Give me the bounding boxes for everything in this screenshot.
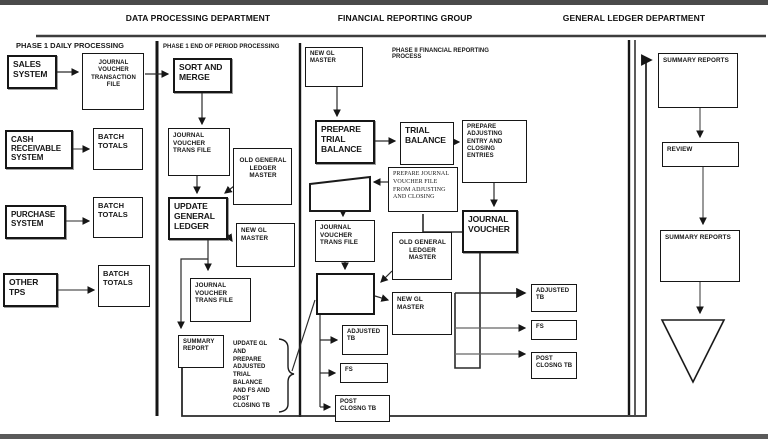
- flowchart-box-prepare-trial-balance: PREPARE TRIAL BALANCE: [315, 120, 375, 164]
- flowchart-box-summary-reports-2: SUMMARY REPORTS: [660, 230, 740, 282]
- bottom-chrome-bar: [0, 434, 768, 439]
- flowchart-box-summary-report-dp: SUMMARY REPORT: [178, 335, 224, 368]
- flowchart-box-new-gl-master-dp: NEW GL MASTER: [236, 223, 295, 267]
- manual-input-shape: [309, 175, 371, 212]
- flowchart-box-old-gl-master-fr: OLD GENERAL LEDGER MASTER: [392, 232, 452, 280]
- flowchart-box-prepare-adjusting-entries: PREPARE ADJUSTING ENTRY AND CLOSING ENTR…: [462, 120, 527, 183]
- department-header-data-processing: DATA PROCESSING DEPARTMENT: [125, 13, 271, 23]
- flowchart-box-other-tps: OTHER TPS: [3, 273, 58, 307]
- section-title-phase1-end-of-period: PHASE 1 END OF PERIOD PROCESSING: [163, 44, 280, 50]
- flowchart-box-post-closing-tb-right: POST CLOSNG TB: [531, 352, 577, 379]
- flowchart-box-unlabeled-process: [316, 273, 375, 315]
- flowchart-box-update-general-ledger: UPDATE GENERAL LEDGER: [168, 197, 228, 240]
- flowchart-box-jv-trans-file-dp2: JOURNAL VOUCHER TRANS FILE: [190, 278, 251, 322]
- flowchart-box-jv-trans-file-fr: JOURNAL VOUCHER TRANS FILE: [315, 220, 375, 262]
- flowchart-box-fs-right: FS: [531, 320, 577, 340]
- flowchart-box-adjusted-tb-left: ADJUSTED TB: [342, 325, 388, 355]
- process-annotation-text: UPDATE GL AND PREPARE ADJUSTED TRIAL BAL…: [233, 341, 270, 410]
- department-header-general-ledger: GENERAL LEDGER DEPARTMENT: [562, 13, 706, 23]
- archive-triangle-shape: [660, 319, 726, 384]
- flowchart-box-new-gl-master-fr2: NEW GL MASTER: [392, 292, 452, 335]
- curly-brace-annotation: [278, 338, 295, 413]
- flowchart-box-post-closing-tb-left: POST CLOSNG TB: [335, 395, 390, 422]
- flowchart-box-journal-voucher: JOURNAL VOUCHER: [462, 210, 518, 253]
- top-chrome-bar: [0, 0, 768, 5]
- flowchart-box-batch-totals-3: BATCH TOTALS: [98, 265, 150, 307]
- section-title-phase2-financial-reporting: PHASE II FINANCIAL REPORTING PROCESS: [392, 48, 489, 60]
- section-title-phase1-daily: PHASE 1 DAILY PROCESSING: [16, 41, 124, 50]
- flowchart-box-prepare-jv-file-note: PREPARE JOURNAL VOUCHER FILE FROM ADJUST…: [388, 167, 458, 212]
- flowchart-box-adjusted-tb-right: ADJUSTED TB: [531, 284, 577, 312]
- flowchart-box-cash-receivable-system: CASH RECEIVABLE SYSTEM: [5, 130, 73, 169]
- flowchart-box-fs-left: FS: [340, 363, 388, 383]
- flowchart-box-review: REVIEW: [662, 142, 739, 167]
- swimlane-dividers: [155, 40, 636, 417]
- flowchart-box-batch-totals-2: BATCH TOTALS: [93, 197, 143, 238]
- flow-connectors: [57, 54, 707, 417]
- flowchart-box-summary-reports-1: SUMMARY REPORTS: [658, 53, 738, 108]
- flowchart-box-journal-voucher-transaction-file: JOURNAL VOUCHER TRANSACTION FILE: [82, 53, 144, 110]
- flowchart-box-old-gl-master-dp: OLD GENERAL LEDGER MASTER: [233, 148, 292, 205]
- flowchart-box-sales-system: SALES SYSTEM: [7, 55, 57, 89]
- flowchart-box-purchase-system: PURCHASE SYSTEM: [5, 205, 66, 239]
- department-header-financial-reporting: FINANCIAL REPORTING GROUP: [337, 13, 473, 23]
- flowchart-box-jv-trans-file-dp1: JOURNAL VOUCHER TRANS FILE: [168, 128, 230, 176]
- flowchart-box-sort-and-merge: SORT AND MERGE: [173, 58, 232, 93]
- flowchart-box-new-gl-master-fr-top: NEW GL MASTER: [305, 47, 363, 87]
- flowchart-box-batch-totals-1: BATCH TOTALS: [93, 128, 143, 170]
- flowchart-box-trial-balance: TRIAL BALANCE: [400, 122, 454, 165]
